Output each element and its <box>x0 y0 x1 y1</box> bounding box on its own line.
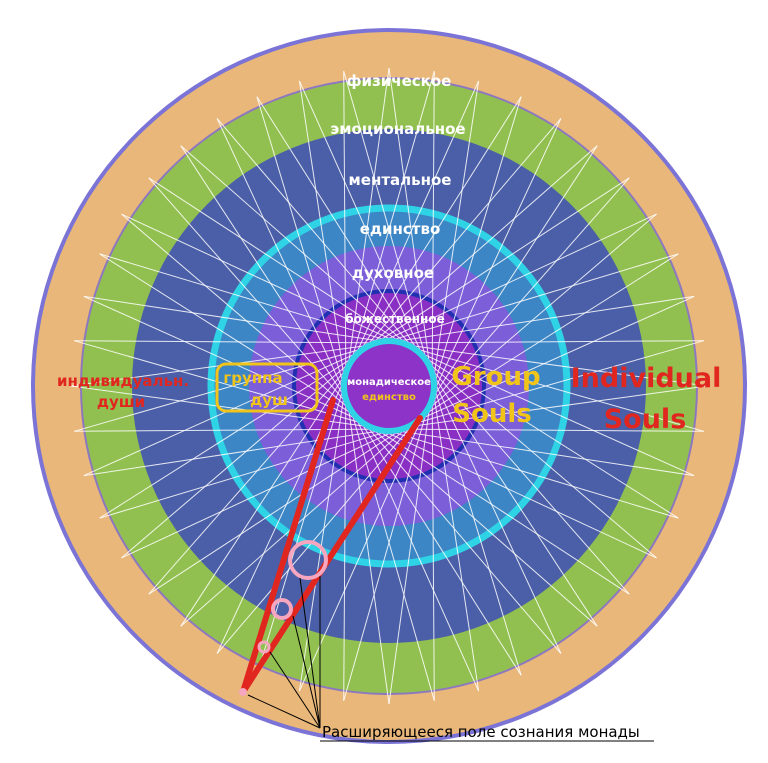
individual-souls-en-line1: Individual <box>571 363 722 394</box>
ray-line <box>422 355 562 654</box>
ray-line <box>381 341 708 387</box>
ray-line <box>412 347 630 595</box>
core-label-line1: монадическое <box>347 377 431 388</box>
label-physical: физическое <box>347 72 452 90</box>
ray-line <box>74 340 390 432</box>
marker-large <box>288 540 328 580</box>
ray-line <box>216 118 356 417</box>
ray-line <box>70 385 397 431</box>
ring-cyan-boundary <box>207 204 571 568</box>
group-souls-ru-line2: душ <box>250 391 288 409</box>
ray-line <box>74 428 403 432</box>
caption-text: Расширяющееся поле сознания монады <box>322 723 640 741</box>
ray-line <box>298 391 435 692</box>
caption-pointer-lines <box>247 576 321 729</box>
ray-line <box>417 351 598 627</box>
ray-line <box>256 96 352 412</box>
ray-line <box>121 213 372 428</box>
ray-line <box>83 426 409 477</box>
ray-line <box>388 378 434 705</box>
ray-line <box>121 419 420 559</box>
ray-line <box>369 295 695 346</box>
ray-line <box>344 67 390 394</box>
ray-line <box>343 71 435 387</box>
ray-line <box>298 80 349 406</box>
core-label-line2: единство <box>362 392 416 403</box>
red-beam-left <box>240 397 336 695</box>
label-divine: божественное <box>345 312 444 326</box>
monad-core <box>341 338 437 434</box>
group-souls-ru-line1: группа <box>223 369 282 387</box>
label-emotional: эмоциональное <box>330 120 465 138</box>
ray-line <box>99 423 415 519</box>
ray-line <box>343 80 480 381</box>
group-souls-en-line1: Group <box>451 362 540 392</box>
ray-line <box>345 96 522 375</box>
individual-souls-en-line2: Souls <box>604 404 687 435</box>
ray-line <box>148 414 424 595</box>
ray-line <box>148 177 366 425</box>
ray-line <box>180 145 361 421</box>
ray-line <box>343 385 435 701</box>
marker-small <box>257 640 271 654</box>
ray-line <box>347 118 562 369</box>
ray-line <box>431 372 435 701</box>
ray-line <box>180 409 428 627</box>
marker-medium <box>271 598 293 620</box>
label-spiritual: духовное <box>352 264 434 282</box>
ray-line <box>394 340 695 477</box>
group-souls-en-line2: Souls <box>452 399 532 429</box>
ray-line <box>400 342 679 519</box>
ray-line <box>406 344 657 559</box>
ray-line <box>426 360 522 676</box>
ray-line <box>350 145 598 363</box>
ray-line <box>388 340 704 432</box>
ray-line <box>375 340 704 344</box>
individual-souls-ru-line2: души <box>97 393 145 411</box>
marker-point <box>239 688 247 696</box>
ray-line <box>358 213 657 353</box>
ray-line <box>429 366 480 692</box>
ray-line <box>216 403 431 654</box>
red-beam-right <box>240 415 423 695</box>
ray-line <box>363 253 679 349</box>
label-mental: ментальное <box>349 171 452 189</box>
group-souls-box <box>215 362 319 413</box>
ray-line <box>354 177 630 358</box>
ray-line <box>343 71 347 400</box>
individual-souls-ru-line1: индивидуальн. <box>57 372 189 390</box>
label-unity: единство <box>360 220 441 238</box>
